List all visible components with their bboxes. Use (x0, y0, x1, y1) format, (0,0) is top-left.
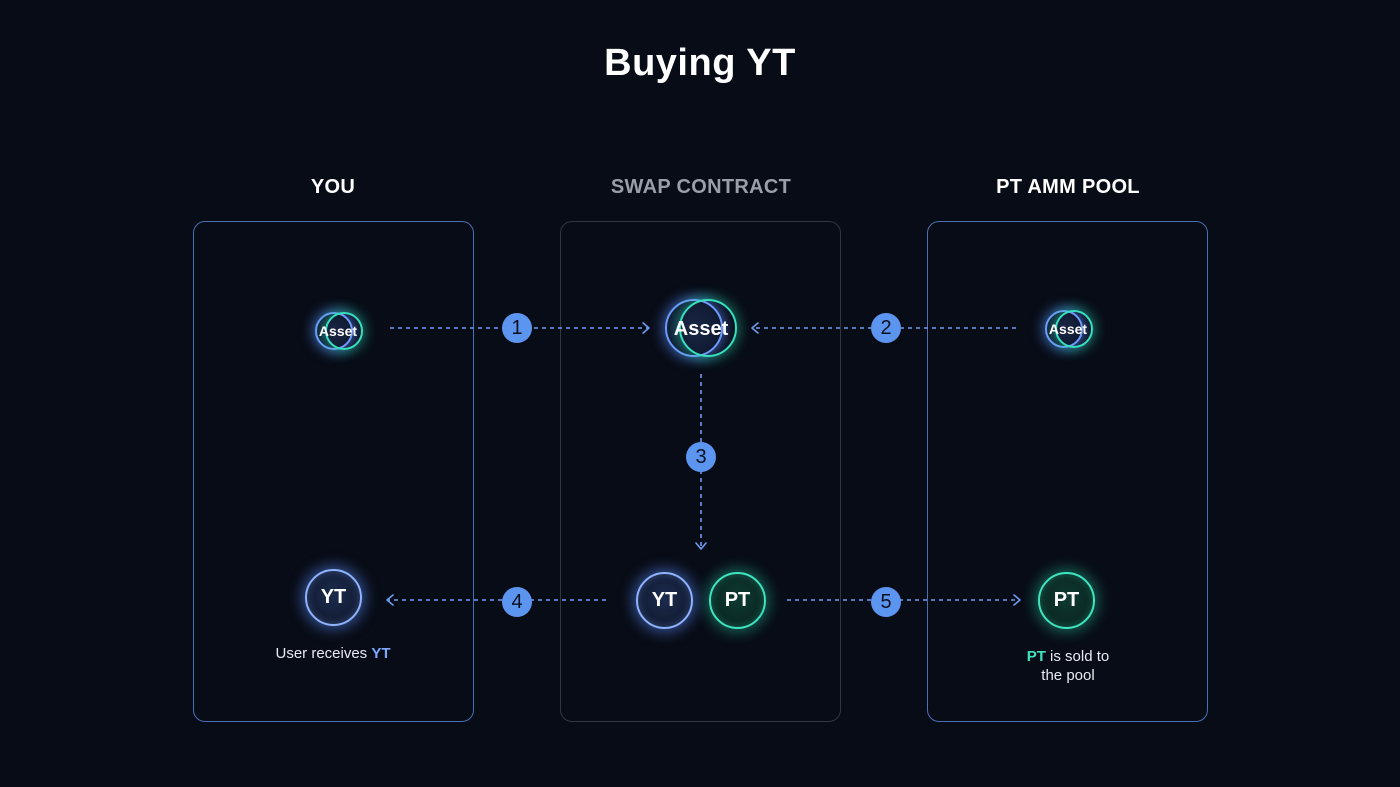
column-label-swap-contract: SWAP CONTRACT (610, 176, 792, 198)
caption-you: User receives YT (233, 644, 433, 663)
caption-you-highlight: YT (371, 645, 391, 662)
caption-pool-line2: the pool (1041, 667, 1095, 684)
column-label-you: YOU (310, 176, 356, 198)
yt-token-you: YT (305, 569, 362, 626)
pt-token-swap: PT (709, 572, 766, 629)
asset-token-swap: Asset (664, 298, 738, 360)
caption-you-text: User receives (275, 645, 372, 662)
panel-pt-amm-pool (927, 221, 1208, 722)
caption-pool: PT is sold to the pool (968, 647, 1168, 685)
asset-token-swap-label: Asset (673, 317, 729, 340)
arrowhead-4 (386, 594, 394, 606)
asset-token-you: Asset (313, 310, 363, 352)
diagram-title: Buying YT (604, 42, 796, 84)
step-badge-3: 3 (686, 442, 716, 472)
step-badge-4: 4 (502, 587, 532, 617)
caption-pool-highlight: PT (1026, 648, 1046, 665)
panel-swap-contract (560, 221, 841, 722)
arrowhead-3 (695, 542, 707, 550)
column-label-pt-amm-pool: PT AMM POOL (996, 176, 1140, 198)
caption-pool-line1: is sold to (1045, 648, 1110, 665)
yt-token-swap: YT (636, 572, 693, 629)
arrowhead-1 (642, 322, 650, 334)
arrowhead-5 (1013, 594, 1021, 606)
asset-token-pool: Asset (1043, 308, 1093, 350)
arrowhead-2 (751, 322, 759, 334)
panel-you (193, 221, 474, 722)
asset-token-pool-label: Asset (1048, 321, 1088, 337)
pt-token-pool: PT (1038, 572, 1095, 629)
step-badge-1: 1 (502, 313, 532, 343)
step-badge-2: 2 (871, 313, 901, 343)
step-badge-5: 5 (871, 587, 901, 617)
asset-token-you-label: Asset (318, 323, 358, 339)
